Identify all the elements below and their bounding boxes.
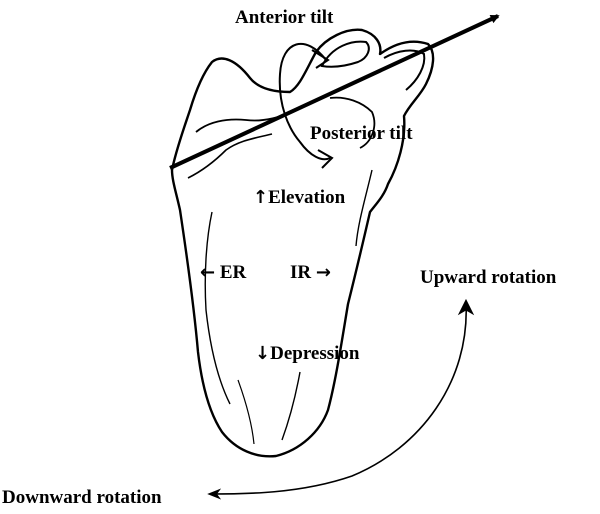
elevation-label-group: ↑Elevation	[253, 188, 345, 207]
acromion-detail	[320, 40, 370, 68]
scapula-outline	[170, 28, 435, 458]
elevation-label: Elevation	[268, 187, 346, 208]
er-label: ER	[219, 262, 247, 283]
lower-inner-line	[281, 371, 301, 441]
ir-label: IR	[290, 262, 312, 283]
anterior-tilt-label: Anterior tilt	[235, 7, 334, 28]
lateral-inner-line	[355, 169, 373, 247]
depression-label-group: ↓Depression	[255, 344, 359, 363]
downward-rotation-label: Downward rotation	[2, 487, 162, 508]
depression-label: Depression	[270, 343, 360, 364]
tilt-rotation-loop	[278, 42, 331, 161]
upper-border-detail	[195, 111, 293, 133]
er-label-group: ← ER	[200, 263, 246, 282]
right-arrow-icon: →	[315, 262, 331, 283]
glenoid-detail	[329, 96, 376, 149]
spine-axis-arrow	[169, 14, 500, 170]
left-arrow-icon: ←	[200, 262, 216, 283]
up-arrow-icon: ↑	[253, 187, 269, 208]
medial-inner-line	[204, 211, 231, 405]
posterior-tilt-label: Posterior tilt	[310, 123, 413, 144]
lower-inner-line-2	[237, 379, 255, 445]
rotation-arc	[207, 301, 467, 500]
upward-rotation-label: Upward rotation	[420, 267, 557, 288]
posterior-tilt-arrowhead	[317, 149, 334, 169]
down-arrow-icon: ↓	[255, 343, 271, 364]
ir-label-group: IR →	[290, 263, 331, 282]
spine-inner-line	[187, 133, 273, 179]
anterior-tilt-arrowhead	[311, 49, 330, 69]
upward-rotation-arrowhead	[457, 298, 475, 316]
coracoid-detail	[383, 49, 426, 91]
